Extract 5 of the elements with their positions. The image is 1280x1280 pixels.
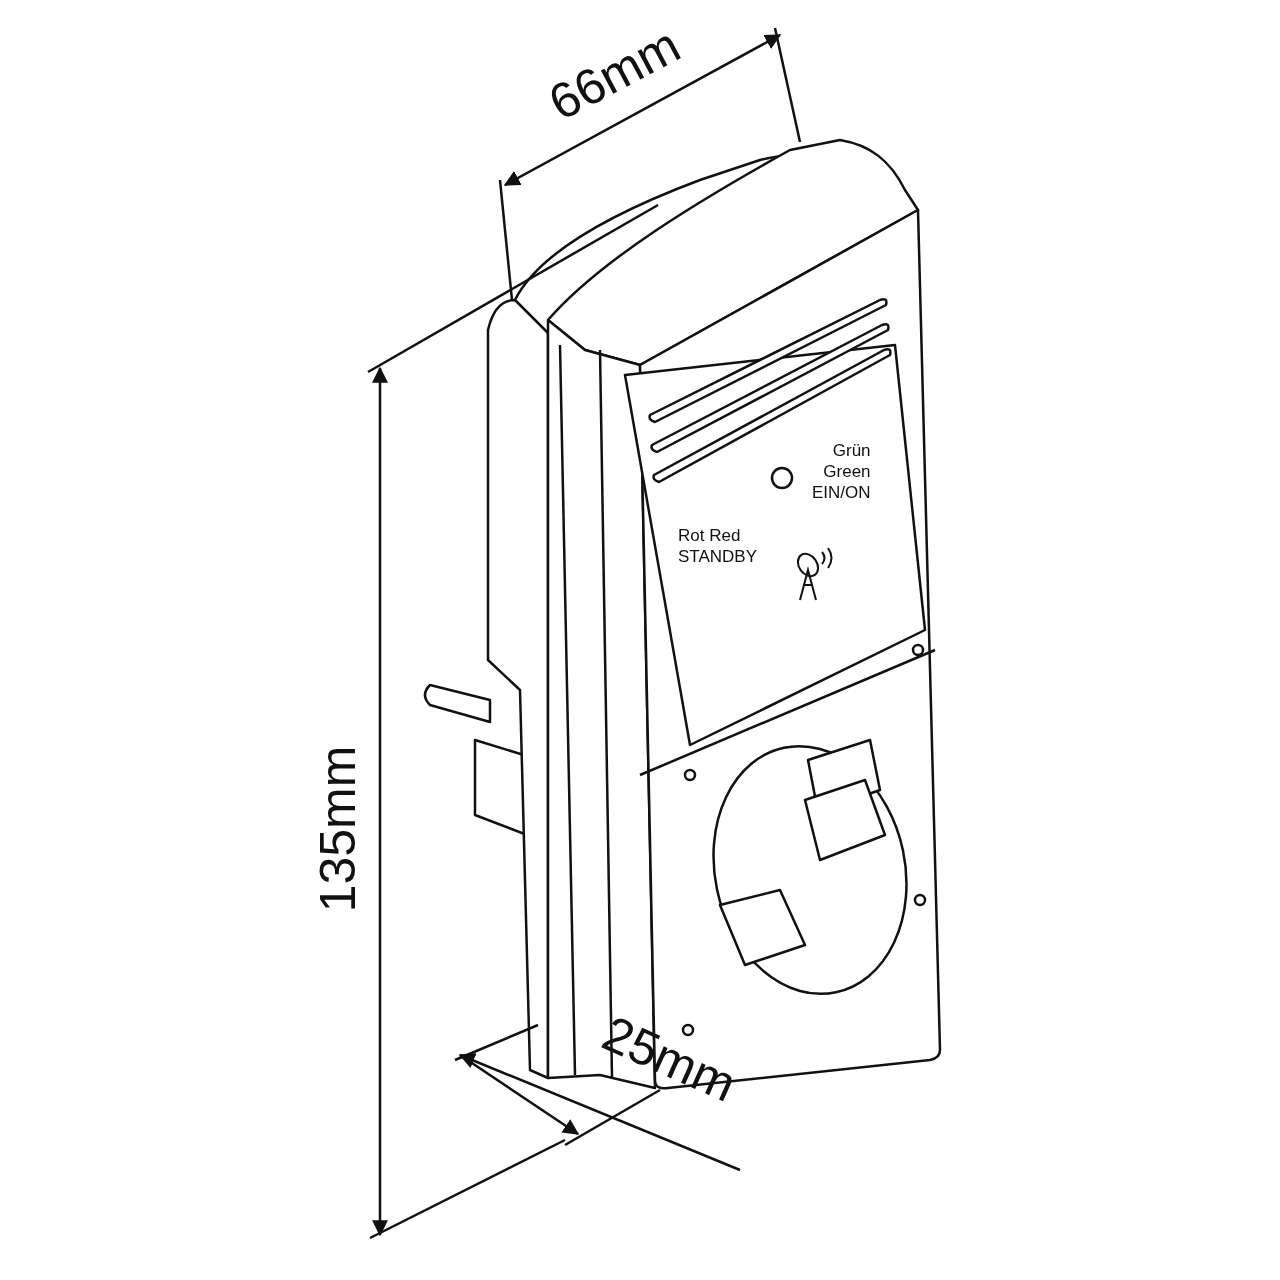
indicator-label: Rot Red STANDBY	[678, 525, 758, 567]
indicator-label: Grün Green EIN/ON	[812, 440, 871, 503]
dimension-label: 25mm	[594, 1004, 745, 1114]
dimension-label: 66mm	[539, 15, 690, 133]
dimension-label: 135mm	[309, 745, 368, 913]
